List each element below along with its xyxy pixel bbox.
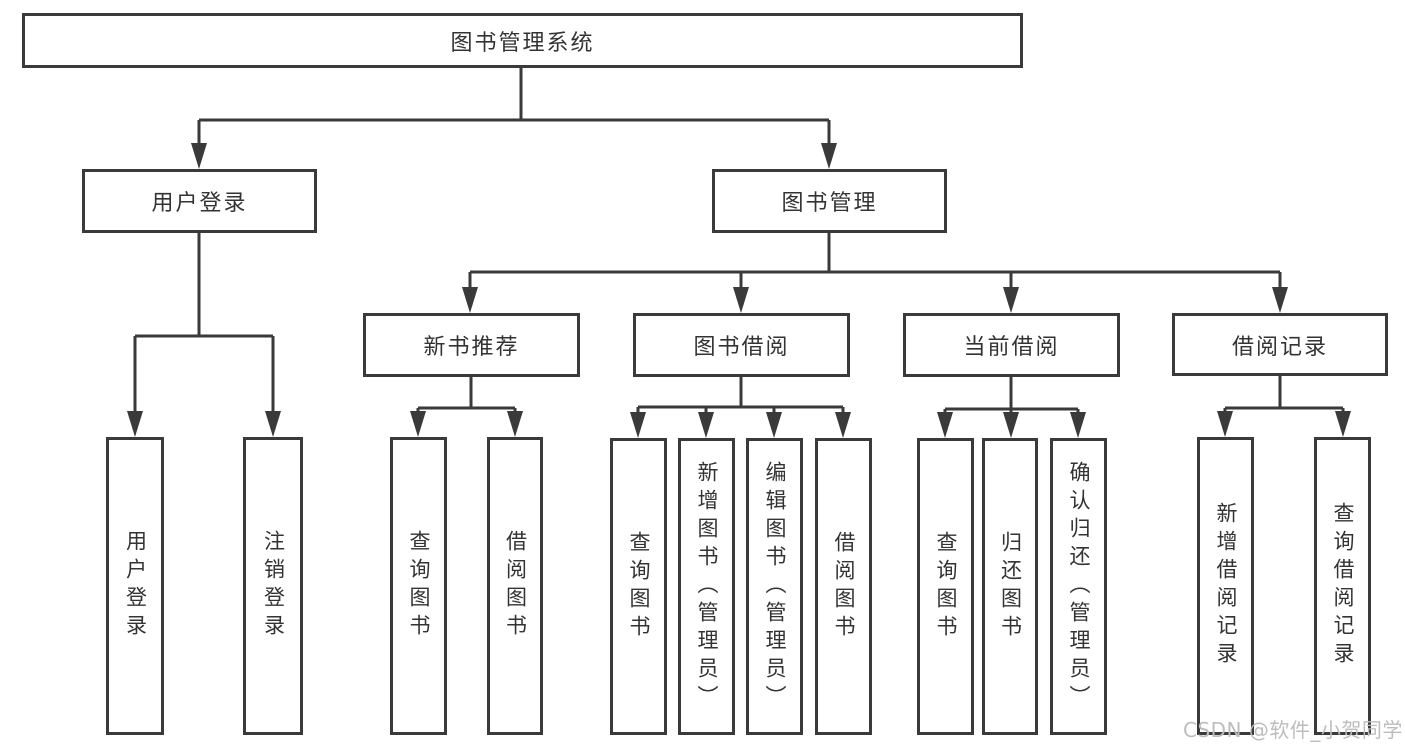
arrowhead-icon	[835, 412, 851, 438]
node-current-borrowing: 当前借阅	[903, 313, 1120, 377]
arrowhead-icon	[821, 143, 837, 169]
arrowhead-icon	[1335, 411, 1351, 437]
edge-root-to-level2	[197, 66, 831, 160]
leaf-logout: 注销登录	[243, 437, 303, 735]
edge-records-to-leaves	[1223, 376, 1345, 428]
edge-borrow-to-leaves	[636, 376, 845, 429]
arrowhead-icon	[1217, 411, 1233, 437]
leaf-query-borrow-record: 查询借阅记录	[1314, 437, 1371, 735]
node-book-borrowing: 图书借阅	[633, 313, 850, 377]
leaf-confirm-return-admin: 确认归还（管理员）	[1050, 438, 1107, 735]
edge-mgmt-to-level3	[468, 232, 1282, 304]
leaf-add-borrow-record: 新增借阅记录	[1197, 437, 1254, 735]
arrowhead-icon	[937, 412, 953, 438]
arrowhead-icon	[507, 411, 523, 437]
leaf-edit-books-admin: 编辑图书（管理员）	[746, 438, 803, 735]
node-root-system: 图书管理系统	[22, 13, 1023, 68]
leaf-user-login: 用户登录	[106, 437, 164, 735]
arrowhead-icon	[410, 411, 426, 437]
leaf-query-books-current: 查询图书	[917, 438, 974, 735]
arrowhead-icon	[698, 412, 714, 438]
node-borrowing-records: 借阅记录	[1172, 313, 1388, 376]
arrowhead-icon	[462, 287, 478, 313]
leaf-query-books-borrowing: 查询图书	[610, 438, 667, 735]
arrowhead-icon	[127, 411, 143, 437]
arrowheads	[127, 143, 1351, 438]
arrowhead-icon	[766, 412, 782, 438]
arrowhead-icon	[1272, 287, 1288, 313]
arrowhead-icon	[265, 411, 281, 437]
edge-login-to-leaves	[133, 232, 275, 428]
arrowhead-icon	[1003, 287, 1019, 313]
arrowhead-icon	[191, 143, 207, 169]
edge-newrec-to-leaves	[416, 376, 517, 428]
arrowhead-icon	[630, 412, 646, 438]
csdn-watermark: CSDN @软件_小贺同学	[1183, 718, 1403, 742]
node-new-book-recommend: 新书推荐	[363, 313, 580, 377]
node-book-management: 图书管理	[712, 169, 947, 233]
arrowhead-icon	[1003, 412, 1019, 438]
arrowhead-icon	[733, 287, 749, 313]
leaf-add-books-admin: 新增图书（管理员）	[678, 438, 735, 735]
leaf-borrow-books-borrowing: 借阅图书	[815, 438, 872, 735]
node-user-login: 用户登录	[82, 169, 317, 233]
leaf-borrow-books-recommend: 借阅图书	[487, 437, 543, 735]
leaf-query-books-recommend: 查询图书	[390, 437, 447, 735]
arrowhead-icon	[1070, 412, 1086, 438]
leaf-return-books: 归还图书	[982, 438, 1038, 735]
